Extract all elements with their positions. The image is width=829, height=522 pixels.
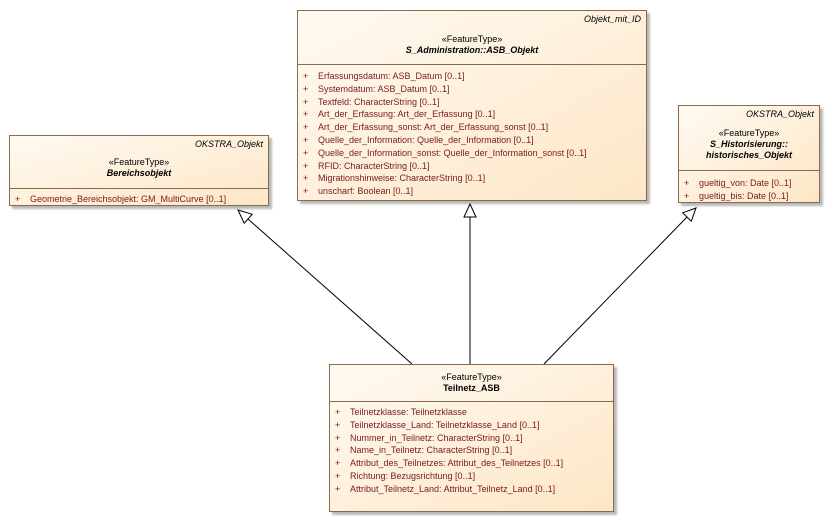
visibility-marker: + [335, 432, 341, 443]
attribute-list: + gueltig_von: Date [0..1] + gueltig_bis: … [679, 171, 819, 203]
attribute-row[interactable]: + Nummer_in_Teilnetz: CharacterString [0.… [330, 432, 613, 445]
visibility-marker: + [335, 407, 341, 417]
visibility-marker: + [303, 160, 309, 171]
attribute-text: Art_der_Erfassung: Art_der_Erfassung [0.… [318, 109, 496, 120]
attribute-text: unscharf: Boolean [0..1] [318, 186, 414, 197]
parent-class-label: OKSTRA_Objekt [745, 109, 814, 119]
visibility-marker: + [303, 122, 309, 133]
visibility-marker: + [303, 186, 309, 197]
stereotype-label: «FeatureType» [108, 157, 170, 167]
attribute-text: Geometrie_Bereichsobjekt: GM_MultiCurve … [30, 194, 227, 204]
stereotype-label: «FeatureType» [441, 372, 502, 382]
visibility-marker: + [303, 71, 309, 81]
class-header: Objekt_mit_ID «FeatureType» S_Administra… [298, 11, 646, 65]
visibility-marker: + [335, 470, 341, 481]
class-name: S_Administration::ASB_Objekt [405, 45, 539, 55]
attribute-text: Art_der_Erfassung_sonst: Art_der_Erfassu… [318, 122, 549, 133]
generalization-arrowhead-asb-objekt [463, 202, 477, 218]
attribute-row[interactable]: + Teilnetzklasse: Teilnetzklasse [330, 406, 613, 419]
visibility-marker: + [335, 419, 341, 430]
class-teilnetz-asb[interactable]: «FeatureType» Teilnetz_ASB + Teilnetzklas… [329, 364, 614, 512]
visibility-marker: + [335, 458, 341, 469]
attribute-row[interactable]: + Name_in_Teilnetz: CharacterString [0..1… [330, 444, 613, 457]
generalization-arrowhead-bereichsobjekt [237, 209, 254, 225]
attribute-text: Erfassungsdatum: ASB_Datum [0..1] [318, 71, 465, 81]
class-header: OKSTRA_Objekt «FeatureType» S_Historisie… [679, 106, 819, 171]
generalization-arrowhead-historisches-objekt [681, 207, 697, 223]
attribute-row[interactable]: + Systemdatum: ASB_Datum [0..1] [298, 83, 646, 96]
visibility-marker: + [335, 445, 341, 456]
class-header: «FeatureType» Teilnetz_ASB [330, 365, 613, 402]
attribute-text: gueltig_von: Date [0..1] [699, 178, 792, 188]
attribute-row[interactable]: + Textfeld: CharacterString [0..1] [298, 96, 646, 109]
visibility-marker: + [303, 147, 309, 158]
visibility-marker: + [303, 134, 309, 145]
attribute-row[interactable]: + Art_der_Erfassung_sonst: Art_der_Erfass… [298, 121, 646, 134]
attribute-row[interactable]: + Attribut_Teilnetz_Land: Attribut_Teilne… [330, 483, 613, 496]
attribute-text: Attribut_Teilnetz_Land: Attribut_Teilnet… [350, 483, 556, 494]
attribute-row[interactable]: + RFID: CharacterString [0..1] [298, 160, 646, 173]
attribute-text: Systemdatum: ASB_Datum [0..1] [318, 83, 450, 94]
attribute-row[interactable]: + gueltig_bis: Date [0..1] [679, 190, 819, 203]
visibility-marker: + [15, 194, 21, 204]
visibility-marker: + [684, 178, 690, 188]
attribute-text: Name_in_Teilnetz: CharacterString [0..1] [350, 445, 513, 456]
class-name: Teilnetz_ASB [443, 383, 500, 393]
attribute-row[interactable]: + Erfassungsdatum: ASB_Datum [0..1] [298, 70, 646, 83]
visibility-marker: + [303, 96, 309, 107]
attribute-row[interactable]: + Quelle_der_Information: Quelle_der_Info… [298, 134, 646, 147]
attribute-row[interactable]: + Migrationshinweise: CharacterString [0.… [298, 172, 646, 185]
attribute-text: Textfeld: CharacterString [0..1] [318, 96, 440, 107]
attribute-text: Nummer_in_Teilnetz: CharacterString [0..… [350, 432, 523, 443]
class-bereichsobjekt[interactable]: OKSTRA_Objekt «FeatureType» Bereichsobje… [9, 135, 269, 206]
attribute-row[interactable]: + Geometrie_Bereichsobjekt: GM_MultiCurv… [10, 193, 268, 206]
stereotype-label: «FeatureType» [718, 128, 780, 138]
class-name-line-2: historisches_Objekt [705, 150, 793, 160]
attribute-text: Richtung: Bezugsrichtung [0..1] [350, 470, 476, 481]
class-name-line-1: S_Historisierung:: [709, 139, 788, 149]
attribute-row[interactable]: + unscharf: Boolean [0..1] [298, 185, 646, 198]
attribute-row[interactable]: + Art_der_Erfassung: Art_der_Erfassung [0… [298, 108, 646, 121]
attribute-row[interactable]: + Attribut_des_Teilnetzes: Attribut_des_T… [330, 457, 613, 470]
class-header: OKSTRA_Objekt «FeatureType» Bereichsobje… [10, 136, 268, 189]
generalization-line-historisches-objekt[interactable] [543, 216, 688, 365]
attribute-row[interactable]: + Teilnetzklasse_Land: Teilnetzklasse_Lan… [330, 419, 613, 432]
generalization-line-bereichsobjekt[interactable] [247, 218, 413, 365]
attribute-text: Quelle_der_Information: Quelle_der_Infor… [318, 134, 534, 145]
visibility-marker: + [303, 173, 309, 184]
attribute-list: + Geometrie_Bereichsobjekt: GM_MultiCurv… [10, 189, 268, 206]
visibility-marker: + [303, 83, 309, 94]
attribute-text: gueltig_bis: Date [0..1] [699, 190, 789, 201]
visibility-marker: + [303, 109, 309, 120]
visibility-marker: + [335, 483, 341, 494]
attribute-row[interactable]: + Richtung: Bezugsrichtung [0..1] [330, 470, 613, 483]
attribute-text: Migrationshinweise: CharacterString [0..… [318, 173, 486, 184]
parent-class-label: OKSTRA_Objekt [194, 139, 263, 149]
stereotype-label: «FeatureType» [441, 34, 503, 44]
attribute-text: Teilnetzklasse_Land: Teilnetzklasse_Land… [350, 419, 540, 430]
attribute-text: Attribut_des_Teilnetzes: Attribut_des_Te… [350, 458, 564, 469]
class-name: Bereichsobjekt [106, 168, 172, 178]
visibility-marker: + [684, 190, 690, 201]
attribute-text: Teilnetzklasse: Teilnetzklasse [350, 407, 467, 417]
attribute-text: RFID: CharacterString [0..1] [318, 160, 430, 171]
attribute-list: + Erfassungsdatum: ASB_Datum [0..1] + Syst… [298, 65, 646, 198]
attribute-list: + Teilnetzklasse: Teilnetzklasse + Teilnet… [330, 402, 613, 496]
class-historisches-objekt[interactable]: OKSTRA_Objekt «FeatureType» S_Historisie… [678, 105, 820, 203]
class-asb-objekt[interactable]: Objekt_mit_ID «FeatureType» S_Administra… [297, 10, 647, 201]
attribute-row[interactable]: + Quelle_der_Information_sonst: Quelle_de… [298, 147, 646, 160]
attribute-text: Quelle_der_Information_sonst: Quelle_der… [318, 147, 587, 158]
attribute-row[interactable]: + gueltig_von: Date [0..1] [679, 177, 819, 190]
parent-class-label: Objekt_mit_ID [583, 14, 641, 24]
